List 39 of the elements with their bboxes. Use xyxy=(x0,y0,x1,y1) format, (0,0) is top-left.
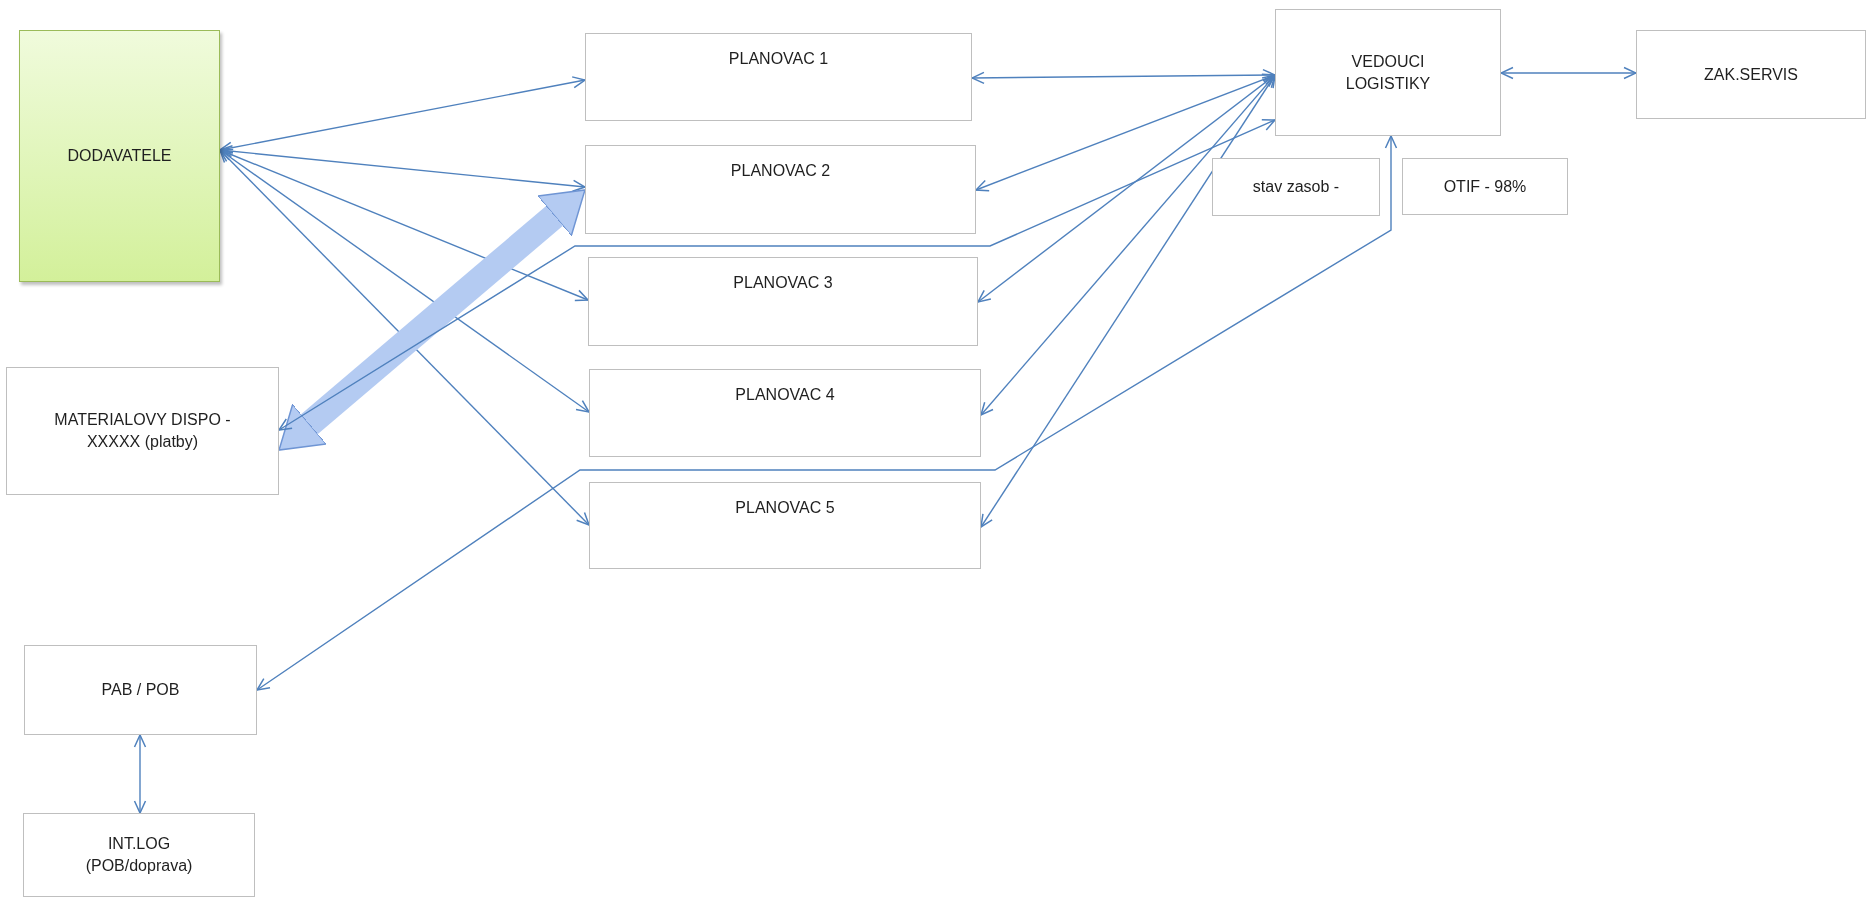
connector-arrow xyxy=(219,149,590,526)
node-label: PLANOVAC 3 xyxy=(733,273,833,293)
process-box xyxy=(589,369,981,457)
process-box xyxy=(24,645,257,735)
connector-arrow xyxy=(977,74,1276,303)
connector-arrow xyxy=(975,73,1276,192)
connector-arrow xyxy=(219,149,590,413)
connector-arrow xyxy=(219,148,589,302)
process-box xyxy=(6,367,279,495)
node-label: ZAK.SERVIS xyxy=(1704,64,1798,85)
node-label: PLANOVAC 1 xyxy=(728,49,829,69)
node-label: OTIF - 98% xyxy=(1443,176,1527,197)
info-box xyxy=(1212,158,1380,216)
connector-arrow xyxy=(278,119,1276,431)
node-label: PLANOVAC 5 xyxy=(735,498,835,518)
process-box xyxy=(23,813,255,897)
thick-double-arrow xyxy=(278,189,586,451)
connector-arrow xyxy=(256,135,1398,691)
process-box xyxy=(1275,9,1501,136)
process-box xyxy=(585,145,976,234)
node-label: PAB / POB xyxy=(101,680,180,701)
info-box xyxy=(1402,158,1568,215)
node-label: PLANOVAC 2 xyxy=(730,161,831,181)
connector-arrow xyxy=(219,76,586,154)
connector-arrow xyxy=(219,145,586,192)
node-label: MATERIALOVY DISPO -XXXXX (platby) xyxy=(53,410,232,452)
connector-arrow xyxy=(971,68,1276,85)
process-box xyxy=(1636,30,1866,119)
process-box xyxy=(588,257,978,346)
connector-arrow xyxy=(133,734,147,814)
process-box xyxy=(585,33,972,121)
node-label: PLANOVAC 4 xyxy=(735,385,835,405)
supplier-box xyxy=(19,30,220,282)
process-box xyxy=(589,482,981,569)
node-label: DODAVATELE xyxy=(67,146,172,167)
connector-arrow xyxy=(1500,66,1637,80)
node-label: VEDOUCI LOGISTIKY xyxy=(1344,51,1432,94)
node-label: INT.LOG (POB/doprava) xyxy=(84,834,194,876)
node-label: stav zasob - xyxy=(1252,177,1340,198)
